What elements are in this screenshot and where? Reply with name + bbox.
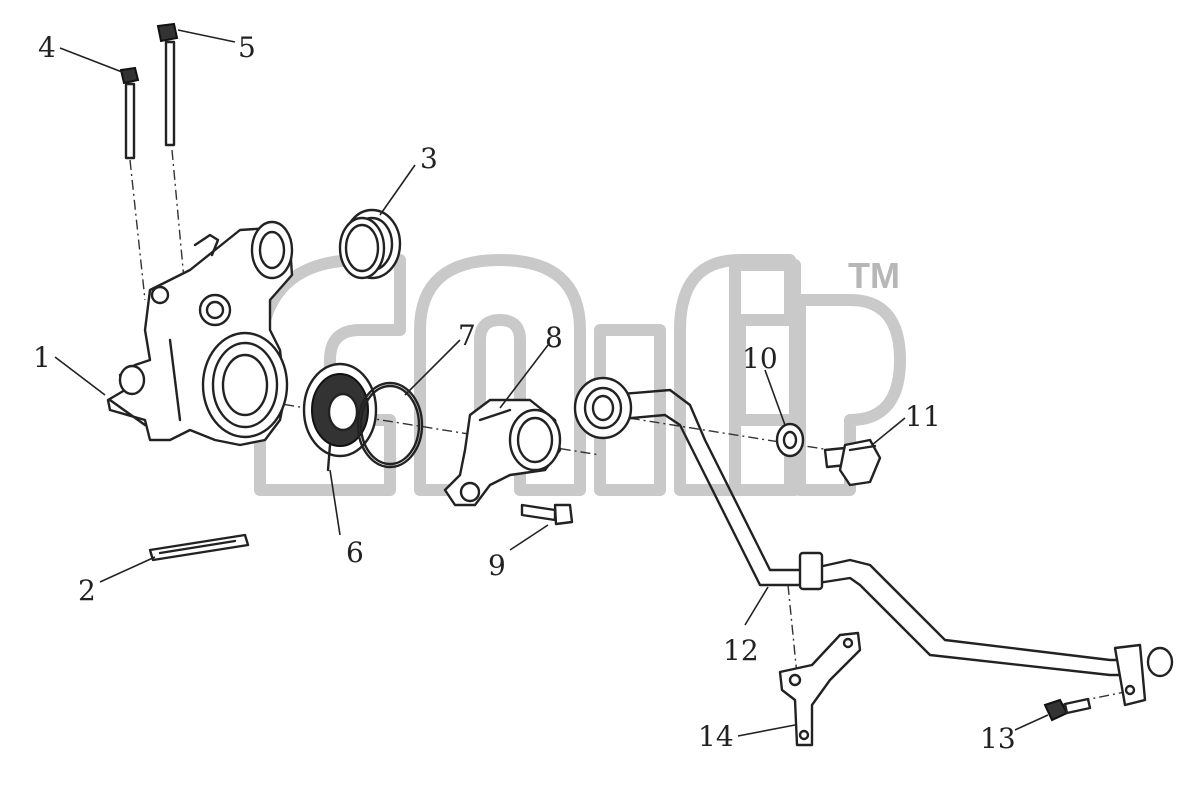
part-5-long-bolt (156, 22, 179, 147)
trademark-mark: TM (848, 255, 900, 296)
callout-8: 8 (545, 321, 563, 354)
callout-5: 5 (238, 31, 256, 64)
leader-lines (54, 29, 1049, 737)
callout-labels: 1 2 3 4 5 6 7 8 9 10 11 12 13 14 (33, 31, 1016, 755)
callout-1: 1 (33, 341, 51, 374)
callout-7: 7 (458, 319, 476, 352)
callout-3: 3 (420, 142, 438, 175)
callout-11: 11 (905, 400, 941, 433)
callout-6: 6 (346, 536, 364, 569)
callout-14: 14 (698, 720, 734, 753)
part-11-banjo-bolt (823, 438, 882, 487)
callout-13: 13 (980, 722, 1016, 755)
part-1-thermostat-housing (106, 220, 294, 447)
part-13-bolt (1043, 697, 1092, 722)
callout-2: 2 (78, 574, 96, 607)
callout-4: 4 (38, 31, 56, 64)
part-8-thermostat-cover (443, 398, 562, 507)
part-6-thermostat (302, 362, 378, 472)
part-14-pipe-bracket (778, 631, 862, 747)
callout-10: 10 (742, 342, 778, 375)
callout-12: 12 (723, 634, 759, 667)
part-10-washer (775, 422, 805, 458)
callout-9: 9 (488, 549, 506, 582)
part-12-coolant-pipe (573, 376, 1174, 707)
part-9-bolt (520, 503, 574, 526)
part-4-long-bolt (119, 66, 140, 160)
part-3-sealing-ring (338, 208, 402, 280)
part-2-housing-gasket (148, 533, 250, 562)
part-7-o-ring (356, 381, 424, 469)
